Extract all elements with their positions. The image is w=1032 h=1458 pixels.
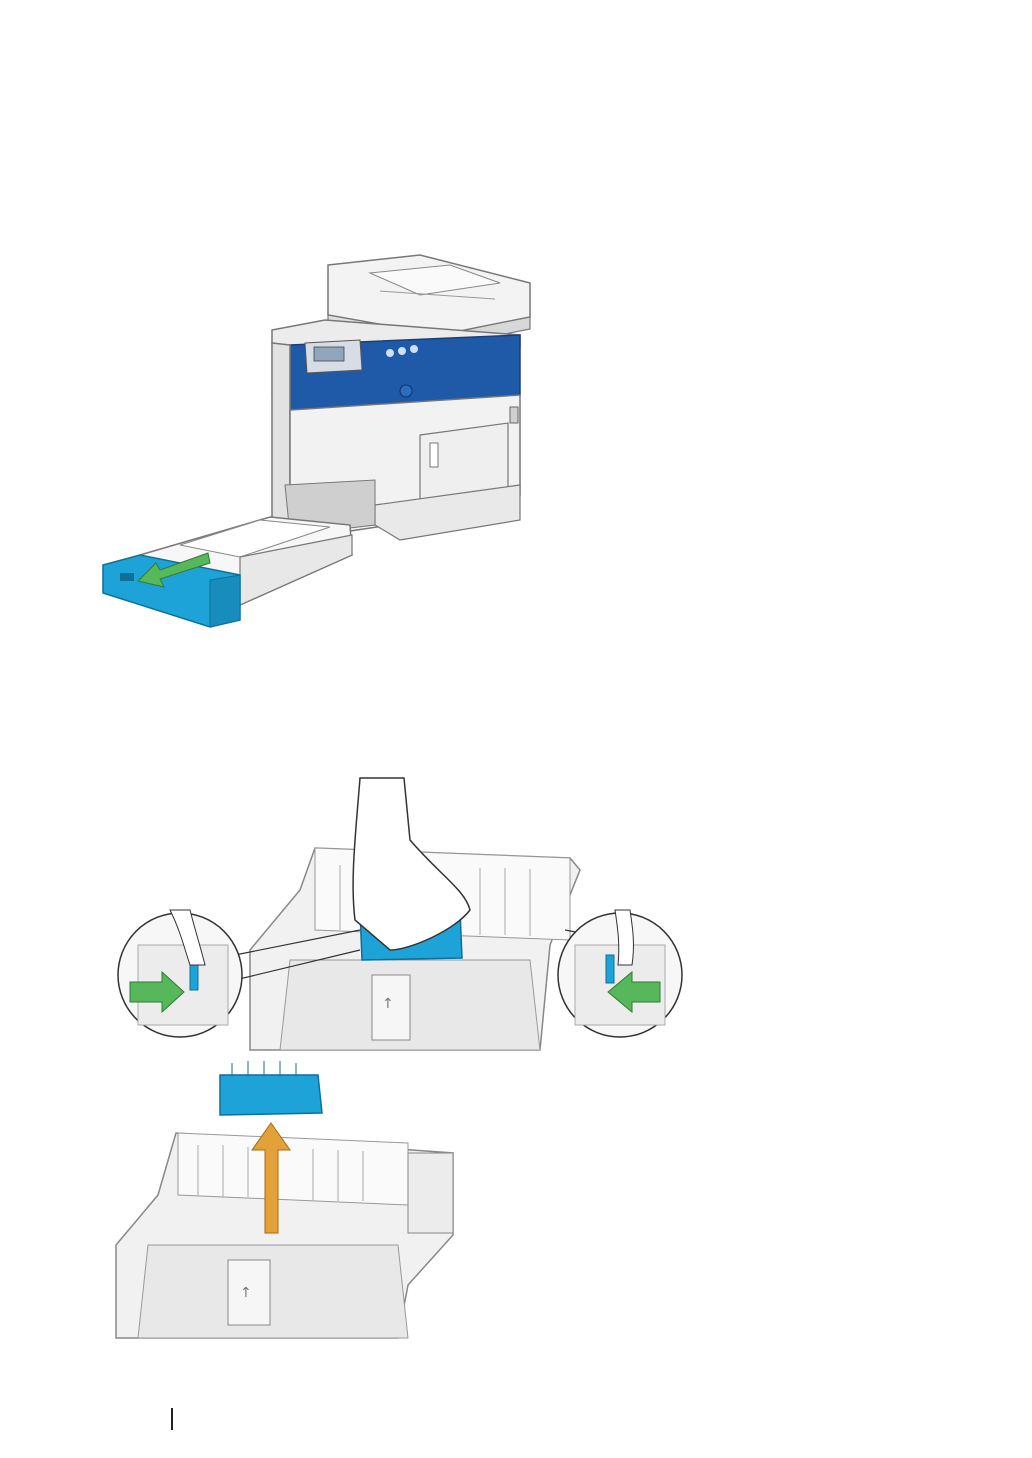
svg-text:↑: ↑ xyxy=(240,1285,252,1301)
printer-figure xyxy=(100,235,540,635)
paper-tray-illustration-icon: ↑ xyxy=(108,1055,478,1340)
printer-illustration-icon xyxy=(100,235,540,635)
tray-lever-figure: ↑ xyxy=(110,770,700,1055)
tray-lift-figure: ↑ xyxy=(108,1055,478,1340)
paper-tray-illustration-icon: ↑ xyxy=(110,770,700,1055)
svg-text:↑: ↑ xyxy=(382,996,394,1012)
page-title xyxy=(0,0,1,1)
footer-rule xyxy=(171,1408,173,1430)
